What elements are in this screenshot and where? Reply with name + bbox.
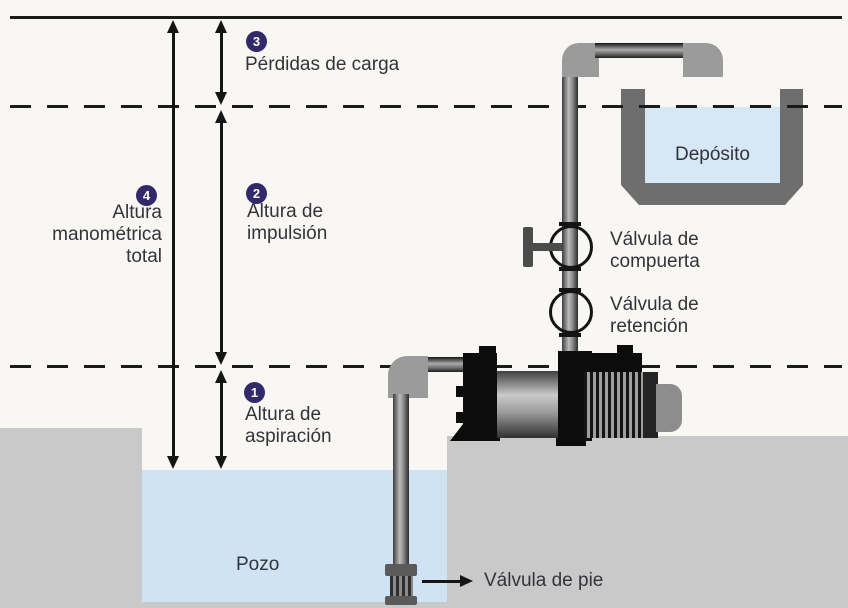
top-reference-line bbox=[10, 16, 842, 19]
pump-inlet-flange bbox=[463, 353, 497, 438]
motor-top-housing bbox=[592, 353, 642, 372]
pipe-elbow-top-left bbox=[562, 43, 599, 77]
total-head-label: Altura manométrica total bbox=[52, 202, 162, 267]
tank-water bbox=[645, 107, 780, 183]
badge-1: 1 bbox=[244, 382, 265, 403]
pump-body bbox=[497, 371, 560, 438]
pump-flange-notch bbox=[456, 386, 463, 397]
well-label: Pozo bbox=[236, 554, 280, 575]
motor-end-cap bbox=[656, 384, 682, 432]
check-valve-label: Válvula de retención bbox=[610, 294, 699, 337]
tank-label: Depósito bbox=[675, 144, 750, 165]
discharge-pipe bbox=[562, 72, 578, 353]
ground-right bbox=[447, 436, 848, 608]
badge-3: 3 bbox=[246, 31, 267, 52]
foot-valve-top-flange bbox=[385, 564, 417, 576]
badge-4: 4 bbox=[136, 185, 157, 206]
motor-cooling-fins bbox=[584, 372, 643, 438]
pump-foot bbox=[556, 438, 586, 446]
foot-valve-bottom-flange bbox=[385, 596, 417, 605]
pipe-flange-band bbox=[559, 222, 581, 226]
top-horizontal-pipe bbox=[595, 43, 687, 58]
suction-head-arrow bbox=[215, 370, 227, 469]
badge-2: 2 bbox=[246, 183, 267, 204]
suction-pipe-vertical bbox=[393, 394, 409, 565]
gate-valve-handle-stem bbox=[531, 243, 562, 251]
foot-valve-pointer-arrow bbox=[422, 575, 473, 587]
upper-dashed-line bbox=[10, 105, 842, 108]
head-loss-arrow bbox=[215, 20, 227, 105]
check-valve-icon bbox=[549, 290, 593, 334]
pump-flange-notch bbox=[456, 412, 463, 423]
pump-foot bbox=[450, 424, 500, 441]
pump-inlet-flange-tab bbox=[479, 346, 496, 355]
discharge-head-arrow bbox=[215, 110, 227, 365]
pipe-elbow-outlet bbox=[683, 43, 723, 77]
motor-top-tab bbox=[617, 345, 633, 354]
discharge-head-label: Altura de impulsión bbox=[247, 201, 328, 244]
pipe-elbow-suction bbox=[388, 356, 428, 398]
well-floor bbox=[142, 602, 447, 608]
pipe-flange-band bbox=[559, 333, 581, 337]
total-head-arrow bbox=[167, 20, 179, 469]
gate-valve-label: Válvula de compuerta bbox=[610, 229, 700, 272]
foot-valve-strainer bbox=[390, 576, 413, 596]
suction-pipe-horizontal bbox=[424, 357, 465, 372]
gate-valve-handle-icon bbox=[523, 227, 533, 267]
ground-left bbox=[0, 428, 142, 608]
pipe-flange-band bbox=[559, 267, 581, 271]
motor-end-section bbox=[643, 372, 658, 438]
head-loss-label: Pérdidas de carga bbox=[245, 54, 400, 75]
suction-head-label: Altura de aspiración bbox=[245, 404, 332, 447]
foot-valve-label: Válvula de pie bbox=[484, 570, 604, 591]
